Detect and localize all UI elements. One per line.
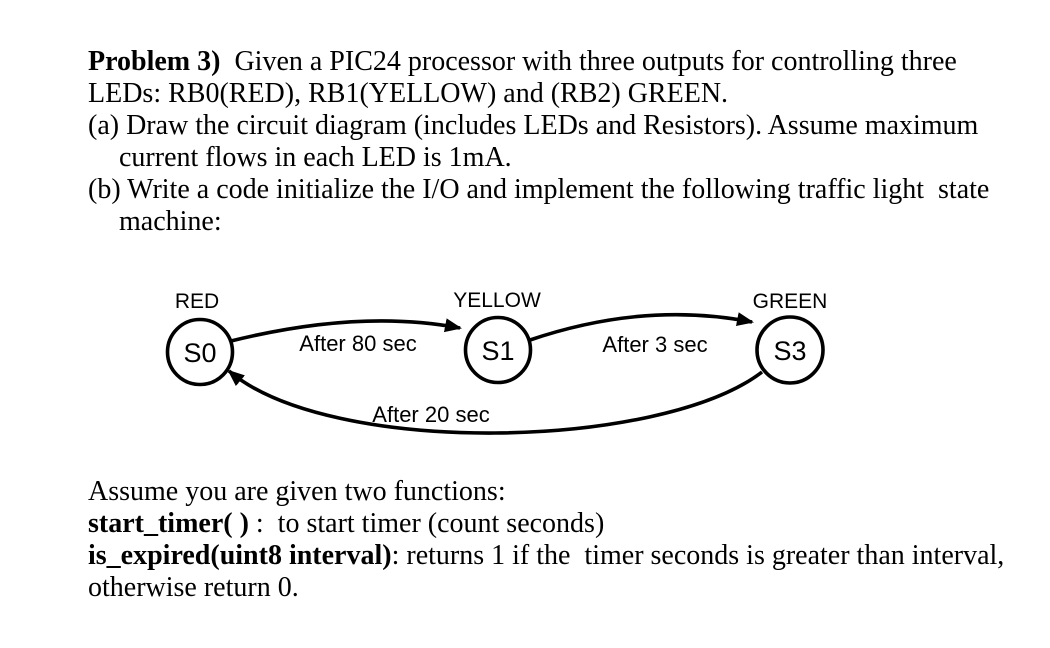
item-b-line2: machine: bbox=[119, 206, 222, 237]
transition-label-s3-s0: After 20 sec bbox=[372, 402, 489, 427]
state-name-s3: S3 bbox=[773, 336, 806, 366]
functions-note: Assume you are given two functions: star… bbox=[88, 476, 1004, 604]
transition-arrow-s0-to-s1 bbox=[230, 318, 462, 343]
transition-arrow-s3-to-s0 bbox=[227, 369, 764, 435]
light-label-yellow: YELLOW bbox=[453, 289, 541, 312]
functions-intro-line: Assume you are given two functions: bbox=[88, 476, 506, 507]
is-expired-line: is_expired(uint8 interval): returns 1 if… bbox=[88, 540, 1004, 572]
is-expired-signature: is_expired(uint8 interval) bbox=[88, 540, 392, 571]
light-label-red: RED bbox=[175, 290, 219, 313]
item-a-line2: current flows in each LED is 1mA. bbox=[119, 142, 512, 173]
transition-label-s1-s3: After 3 sec bbox=[602, 332, 707, 357]
problem-intro-text: Given a PIC24 processor with three outpu… bbox=[220, 46, 957, 77]
state-name-s1: S1 bbox=[481, 336, 514, 366]
item-a-line1: (a) Draw the circuit diagram (includes L… bbox=[88, 110, 979, 141]
problem-number: Problem 3) bbox=[88, 46, 221, 77]
problem-statement: Problem 3) Given a PIC24 processor with … bbox=[88, 46, 989, 238]
transition-arrow-s1-to-s3 bbox=[529, 312, 754, 342]
is-expired-description: : returns 1 if the timer seconds is grea… bbox=[391, 540, 1005, 571]
transition-label-s0-s1: After 80 sec bbox=[299, 331, 416, 356]
light-label-green: GREEN bbox=[753, 290, 828, 313]
otherwise-line: otherwise return 0. bbox=[88, 572, 299, 603]
start-timer-description: : to start timer (count seconds) bbox=[248, 508, 605, 539]
state-circle-s0 bbox=[165, 317, 235, 387]
problem-intro-line2: LEDs: RB0(RED), RB1(YELLOW) and (RB2) GR… bbox=[88, 78, 729, 109]
start-timer-signature: start_timer( ) bbox=[88, 508, 249, 539]
state-circle-s1 bbox=[463, 315, 533, 385]
state-circle-s3 bbox=[755, 315, 825, 385]
start-timer-line: start_timer( ) : to start timer (count s… bbox=[88, 508, 1004, 540]
item-b-line1: (b) Write a code initialize the I/O and … bbox=[88, 174, 990, 205]
problem-title-line: Problem 3) Given a PIC24 processor with … bbox=[88, 46, 989, 78]
state-name-s0: S0 bbox=[183, 338, 216, 368]
